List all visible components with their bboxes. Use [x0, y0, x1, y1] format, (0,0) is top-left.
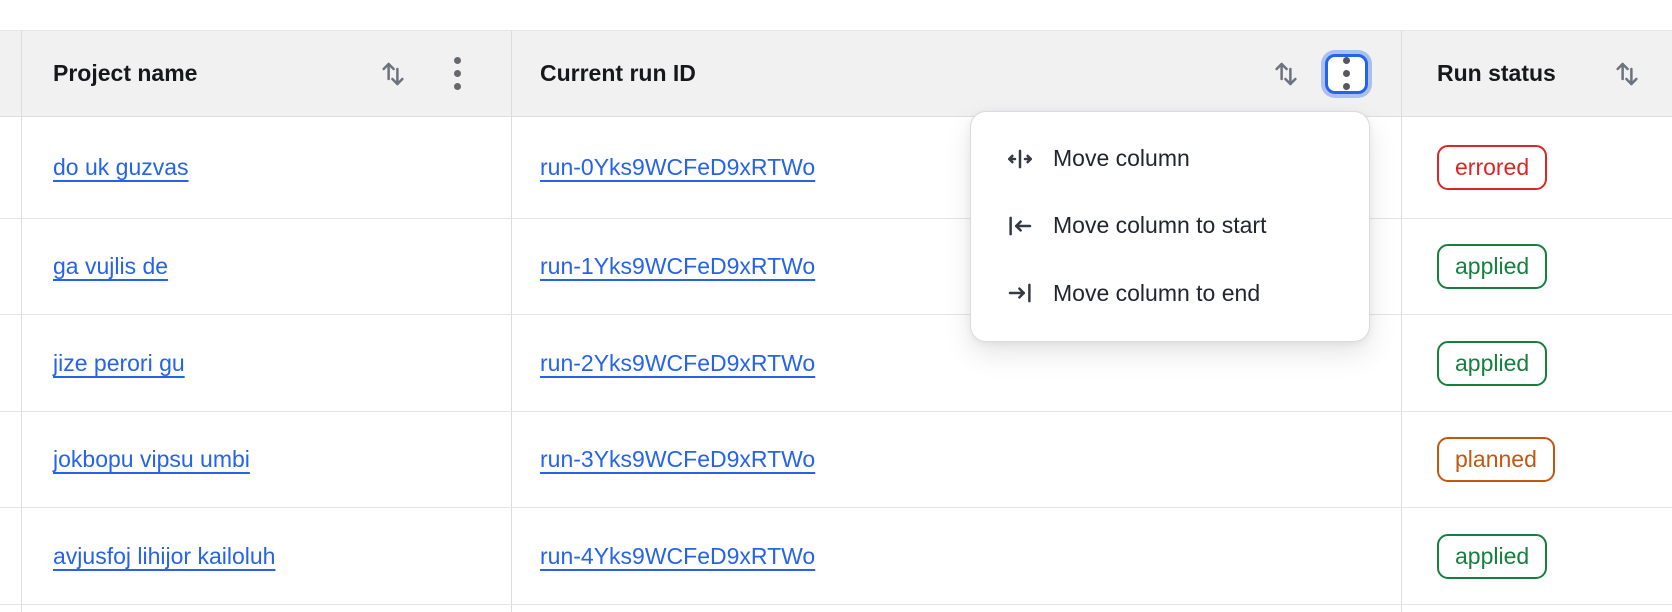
data-table: Project name Current run ID: [0, 30, 1672, 612]
menu-item-move-column[interactable]: Move column: [971, 125, 1369, 192]
column-context-menu: Move column Move column to start Move co…: [970, 111, 1370, 342]
header-cell-stub: [0, 31, 22, 116]
menu-item-label: Move column: [1053, 145, 1190, 172]
menu-item-label: Move column to end: [1053, 279, 1261, 306]
run-id-link[interactable]: run-1Yks9WCFeD9xRTWo: [540, 253, 816, 279]
kebab-vertical-icon: [1343, 57, 1350, 64]
row-cell-stub: [0, 315, 22, 411]
table-row: jize perori gu run-2Yks9WCFeD9xRTWo appl…: [0, 315, 1672, 412]
header-cell-run-status: Run status: [1402, 31, 1672, 116]
run-id-link[interactable]: run-0Yks9WCFeD9xRTWo: [540, 154, 816, 180]
menu-item-label: Move column to start: [1053, 212, 1267, 239]
move-column-to-end-icon: [1005, 278, 1035, 308]
sort-arrows-icon[interactable]: [1612, 58, 1642, 90]
menu-item-move-column-to-end[interactable]: Move column to end: [971, 260, 1369, 327]
run-status-badge: applied: [1437, 244, 1548, 289]
table-row: ga vujlis de run-1Yks9WCFeD9xRTWo applie…: [0, 219, 1672, 315]
row-cell-stub: [0, 117, 22, 218]
row-cell-stub: [0, 219, 22, 314]
run-id-link[interactable]: run-4Yks9WCFeD9xRTWo: [540, 542, 816, 569]
column-header-label: Current run ID: [540, 60, 696, 86]
run-status-badge: planned: [1437, 437, 1555, 482]
table-row: do uk guzvas run-0Yks9WCFeD9xRTWo errore…: [0, 117, 1672, 219]
project-link[interactable]: avjusfoj lihijor kailoluh: [53, 542, 276, 569]
project-link[interactable]: jize perori gu: [53, 349, 185, 376]
project-link[interactable]: jokbopu vipsu umbi: [53, 446, 250, 472]
row-cell-stub: [0, 412, 22, 507]
project-link[interactable]: do uk guzvas: [53, 154, 189, 180]
row-cell-stub: [0, 605, 22, 612]
run-id-link[interactable]: run-2Yks9WCFeD9xRTWo: [540, 349, 816, 376]
move-column-to-start-icon: [1005, 211, 1035, 241]
move-column-icon: [1005, 144, 1035, 174]
row-cell-stub: [0, 508, 22, 604]
column-header-label: Run status: [1437, 60, 1556, 86]
run-status-badge: errored: [1437, 145, 1548, 190]
sort-arrows-icon[interactable]: [378, 58, 408, 90]
project-link[interactable]: ga vujlis de: [53, 253, 169, 279]
header-cell-current-run-id: Current run ID: [512, 31, 1402, 116]
run-status-badge: applied: [1437, 340, 1548, 386]
run-status-badge: applied: [1437, 533, 1548, 579]
table-header-row: Project name Current run ID: [0, 30, 1672, 117]
menu-item-move-column-to-start[interactable]: Move column to start: [971, 192, 1369, 259]
run-id-link[interactable]: run-3Yks9WCFeD9xRTWo: [540, 446, 816, 472]
table-row: jokbopu vipsu umbi run-3Yks9WCFeD9xRTWo …: [0, 412, 1672, 508]
kebab-vertical-icon[interactable]: [452, 55, 463, 92]
table-row-clipped: [0, 605, 1672, 612]
sort-arrows-icon[interactable]: [1271, 58, 1301, 90]
column-header-label: Project name: [53, 60, 198, 86]
column-menu-button[interactable]: [1325, 53, 1368, 94]
table-row: avjusfoj lihijor kailoluh run-4Yks9WCFeD…: [0, 508, 1672, 605]
header-cell-project-name: Project name: [22, 31, 512, 116]
